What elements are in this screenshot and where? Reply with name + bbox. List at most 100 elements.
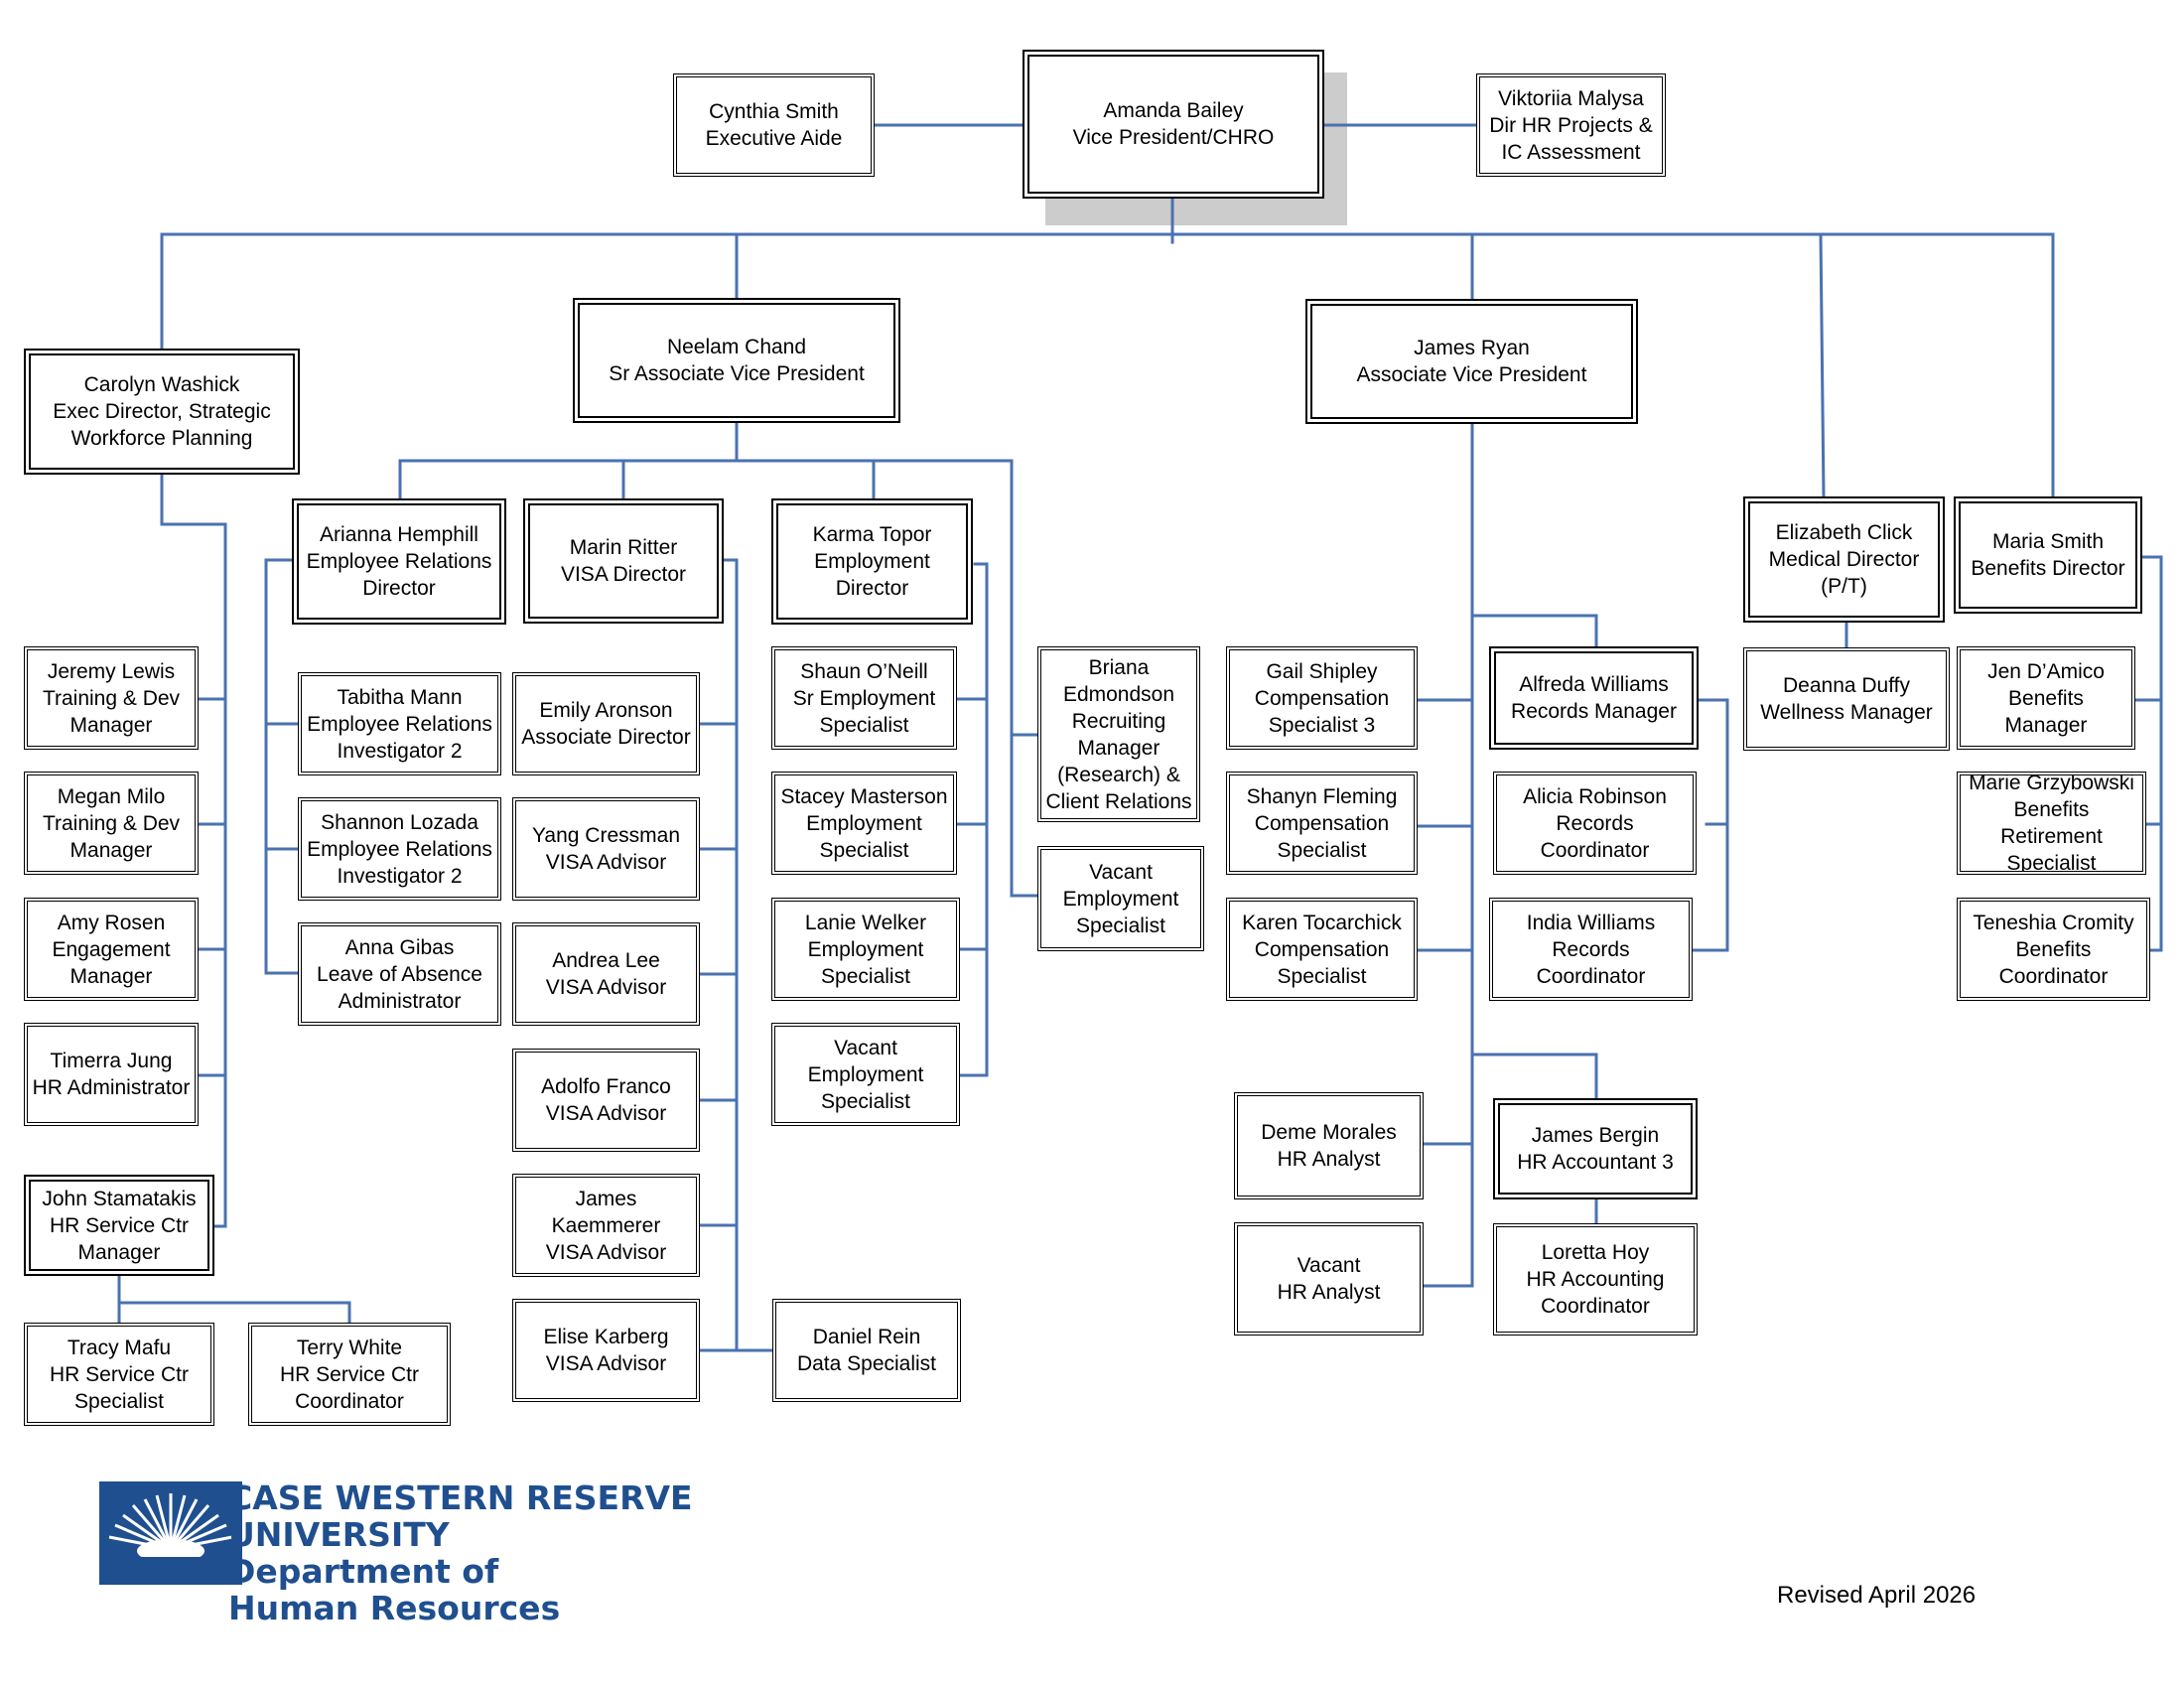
person-name: James <box>575 1187 637 1210</box>
person-name: Shanyn Fleming <box>1246 784 1398 808</box>
job-title-line: VISA Advisor <box>545 851 667 874</box>
job-title-line: Records Manager <box>1511 700 1677 723</box>
job-title-line: Workforce Planning <box>70 427 253 450</box>
job-title-line: Employee Relations <box>307 837 492 861</box>
job-title-line: Employment <box>1062 887 1179 911</box>
sunburst-logo-icon <box>99 1481 242 1585</box>
job-title-line: Coordinator <box>1541 1295 1650 1318</box>
job-title-line: Retirement <box>2000 825 2103 848</box>
job-title-line: Compensation <box>1254 937 1390 961</box>
person-name: Arianna Hemphill <box>320 523 478 546</box>
job-title-line: Executive Aide <box>705 127 843 150</box>
logo-line-4: Human Resources <box>228 1589 561 1627</box>
job-title-line: Training & Dev <box>42 811 181 835</box>
person-name: Adolfo Franco <box>541 1075 671 1098</box>
job-title-line: Employment <box>806 811 922 835</box>
job-title-line: Coordinator <box>295 1389 404 1413</box>
job-title-line: Investigator 2 <box>337 864 463 888</box>
job-title-line: Kaemmerer <box>551 1213 661 1237</box>
person-name: Marie Grzybowski <box>1969 772 2134 794</box>
person-name: Jeremy Lewis <box>47 659 176 683</box>
person-name: Alfreda Williams <box>1519 673 1669 696</box>
person-name: Jen D’Amico <box>1987 659 2105 683</box>
job-title-line: Records <box>1552 937 1630 961</box>
person-name: Shaun O’Neill <box>800 659 928 683</box>
person-name: Elise Karberg <box>543 1326 669 1348</box>
job-title-line: Exec Director, Strategic <box>53 400 271 423</box>
job-title-line: Coordinator <box>1536 964 1646 988</box>
person-name: Andrea Lee <box>552 949 660 972</box>
job-title-line: Investigator 2 <box>337 739 463 763</box>
job-title-line: Manager <box>69 713 153 737</box>
job-title-line: Dir HR Projects & <box>1489 113 1653 137</box>
job-title-line: HR Service Ctr <box>49 1213 190 1237</box>
person-name: Elizabeth Click <box>1775 521 1913 544</box>
job-title-line: VISA Director <box>560 563 687 586</box>
job-title-line: Wellness Manager <box>1760 701 1933 724</box>
job-title-line: Specialist 3 <box>1268 713 1376 737</box>
job-title-line: Engagement <box>52 937 171 961</box>
job-title-line: VISA Advisor <box>545 1240 667 1264</box>
job-title-line: Coordinator <box>1540 838 1650 862</box>
person-name: Megan Milo <box>57 784 166 808</box>
person-name: Tabitha Mann <box>337 685 463 709</box>
person-name: India Williams <box>1526 911 1656 934</box>
job-title-line: Employment <box>807 937 924 961</box>
person-name: Maria Smith <box>1991 530 2105 553</box>
person-name: Karen Tocarchick <box>1242 911 1402 934</box>
person-name: Daniel Rein <box>812 1326 921 1348</box>
job-title-line: Manager <box>77 1240 161 1264</box>
job-title-line: Training & Dev <box>42 686 181 710</box>
person-name: Gail Shipley <box>1266 659 1378 683</box>
job-title-line: Benefits <box>2008 686 2084 710</box>
person-name: Karma Topor <box>812 523 932 546</box>
job-title-line: VISA Advisor <box>545 976 667 999</box>
person-name: Stacey Masterson <box>780 784 948 808</box>
job-title-line: HR Accounting <box>1526 1268 1665 1291</box>
job-title-line: Manager <box>69 964 153 988</box>
job-title-line: Specialist <box>2006 852 2097 875</box>
job-title-line: Sr Employment <box>792 686 936 710</box>
university-logo: CASE WESTERN RESERVE UNIVERSITY Departme… <box>99 1479 705 1628</box>
person-name: Lanie Welker <box>804 911 927 934</box>
person-name: James Ryan <box>1414 337 1530 359</box>
job-title-line: Compensation <box>1254 811 1390 835</box>
person-name: Neelam Chand <box>666 336 807 358</box>
job-title-line: Employment <box>807 1062 924 1086</box>
job-title-line: HR Administrator <box>32 1076 191 1099</box>
person-name: Cynthia Smith <box>709 100 839 123</box>
job-title-line: IC Assessment <box>1501 140 1641 164</box>
job-title-line: Specialist <box>1277 838 1367 862</box>
person-name: Marin Ritter <box>569 536 678 559</box>
job-title-line: Director <box>835 577 909 600</box>
job-title-line: Employee Relations <box>306 550 492 573</box>
job-title-line: Employment <box>814 550 930 573</box>
person-name: Deme Morales <box>1261 1121 1397 1144</box>
person-name: Amy Rosen <box>57 911 166 934</box>
job-title-line: Director <box>362 577 436 600</box>
job-title-line: Benefits <box>2015 937 2092 961</box>
job-title-line: Specialist <box>821 1089 910 1113</box>
